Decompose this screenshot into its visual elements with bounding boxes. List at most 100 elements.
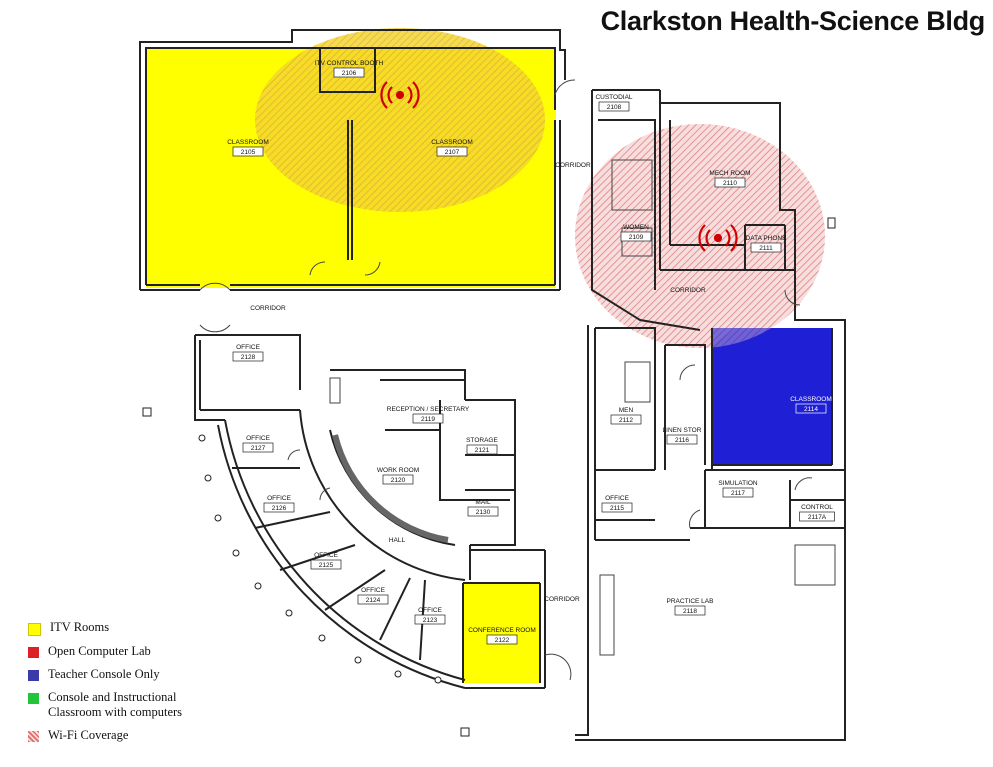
legend-item-console-instructional: Console and Instructional Classroom with… xyxy=(28,690,228,720)
room-number: 2123 xyxy=(423,617,438,624)
room-label-2116: LINEN STOR 2116 xyxy=(663,427,702,445)
room-number-box xyxy=(620,231,652,242)
legend-label: ITV Rooms xyxy=(50,620,110,634)
room-number: 2108 xyxy=(607,104,622,111)
room-name: MECH ROOM xyxy=(709,170,750,177)
room-name: MAIL xyxy=(475,499,491,506)
room-label-2105: CLASSROOM 2105 xyxy=(227,139,269,157)
map-title: Clarkston Health-Science Bldg xyxy=(600,6,986,36)
legend-swatch-open-lab xyxy=(28,647,39,658)
room-number-box xyxy=(601,502,633,513)
room-number: 2122 xyxy=(495,637,510,644)
corridor-label-mid: CORRIDOR xyxy=(250,305,286,312)
legend-swatch-console-instructional xyxy=(28,693,39,704)
room-number: 2117A xyxy=(808,514,827,521)
room-name: WORK ROOM xyxy=(377,467,419,474)
room-number: 2130 xyxy=(476,509,491,516)
room-number-box xyxy=(412,413,444,424)
room-number: 2126 xyxy=(272,505,287,512)
corridor-label-bottom: CORRIDOR xyxy=(544,596,580,603)
room-label-2122: CONFERENCE ROOM 2122 xyxy=(468,627,536,645)
room-number: 2125 xyxy=(319,562,334,569)
column-markers xyxy=(142,217,836,737)
room-number: 2106 xyxy=(342,70,357,77)
room-number-box xyxy=(666,434,698,445)
room-number: 2115 xyxy=(610,505,624,512)
hall-label: HALL xyxy=(389,537,406,544)
room-name: OFFICE xyxy=(236,344,260,351)
room-number: 2111 xyxy=(759,245,773,252)
walls xyxy=(139,29,846,741)
legend-item-itv: ITV Rooms xyxy=(28,620,228,636)
legend-label: Open Computer Lab xyxy=(48,644,151,658)
room-name: OFFICE xyxy=(418,607,442,614)
room-label-2130: MAIL 2130 xyxy=(467,499,499,517)
room-label-2115: OFFICE 2115 xyxy=(601,495,633,513)
room-name: DATA PHONE xyxy=(746,235,788,242)
room-number-box xyxy=(414,614,446,625)
room-label-2117a: CONTROL 2117A xyxy=(799,504,835,522)
room-name: CLASSROOM xyxy=(431,139,473,146)
legend-item-open-lab: Open Computer Lab xyxy=(28,644,228,659)
wifi-zone-1 xyxy=(255,28,545,212)
room-label-2106: ITV CONTROL BOOTH 2106 xyxy=(315,60,384,78)
corridor-label-right: CORRIDOR xyxy=(670,287,706,294)
room-number-box xyxy=(799,511,835,522)
room-number: 2119 xyxy=(421,416,435,423)
room-name: SIMULATION xyxy=(718,480,758,487)
room-number: 2105 xyxy=(241,149,256,156)
room-name: LINEN STOR xyxy=(663,427,702,434)
room-number-box xyxy=(310,559,342,570)
room-name: RECEPTION / SECRETARY xyxy=(387,406,470,413)
room-name: OFFICE xyxy=(605,495,629,502)
corridor-labels: CORRIDOR CORRIDOR CORRIDOR CORRIDOR HALL xyxy=(250,162,706,603)
legend-label: Teacher Console Only xyxy=(48,667,160,681)
room-name: CONFERENCE ROOM xyxy=(468,627,536,634)
room-number-box xyxy=(436,146,468,157)
room-number: 2127 xyxy=(251,445,266,452)
room-number: 2114 xyxy=(804,406,818,413)
room-label-2119: RECEPTION / SECRETARY 2119 xyxy=(387,406,470,424)
room-number-box xyxy=(467,506,499,517)
legend-swatch-itv xyxy=(28,623,41,636)
room-number-box xyxy=(232,351,264,362)
room-name: WOMEN xyxy=(623,224,649,231)
room-name: PRACTICE LAB xyxy=(667,598,714,605)
room-number-box xyxy=(795,403,827,414)
room-number-box xyxy=(357,594,389,605)
fill-conference-2122 xyxy=(463,583,540,683)
room-number: 2116 xyxy=(675,437,689,444)
room-labels: ITV CONTROL BOOTH2106CLASSROOM2105CLASSR… xyxy=(227,60,835,645)
legend-item-wifi: Wi-Fi Coverage xyxy=(28,728,228,743)
room-number-box xyxy=(242,442,274,453)
room-number-box xyxy=(598,101,630,112)
room-number-box xyxy=(232,146,264,157)
room-name: OFFICE xyxy=(361,587,385,594)
room-number-box xyxy=(382,474,414,485)
legend-swatch-teacher-console xyxy=(28,670,39,681)
room-name: CLASSROOM xyxy=(227,139,269,146)
room-name: STORAGE xyxy=(466,437,498,444)
room-number: 2112 xyxy=(619,417,633,424)
room-number-box xyxy=(486,634,518,645)
legend: ITV Rooms Open Computer Lab Teacher Cons… xyxy=(28,620,228,751)
room-name: ITV CONTROL BOOTH xyxy=(315,60,384,67)
room-number-box xyxy=(674,605,706,616)
room-number-box xyxy=(333,67,365,78)
room-name: CONTROL xyxy=(801,504,833,511)
legend-swatch-wifi xyxy=(28,731,39,742)
